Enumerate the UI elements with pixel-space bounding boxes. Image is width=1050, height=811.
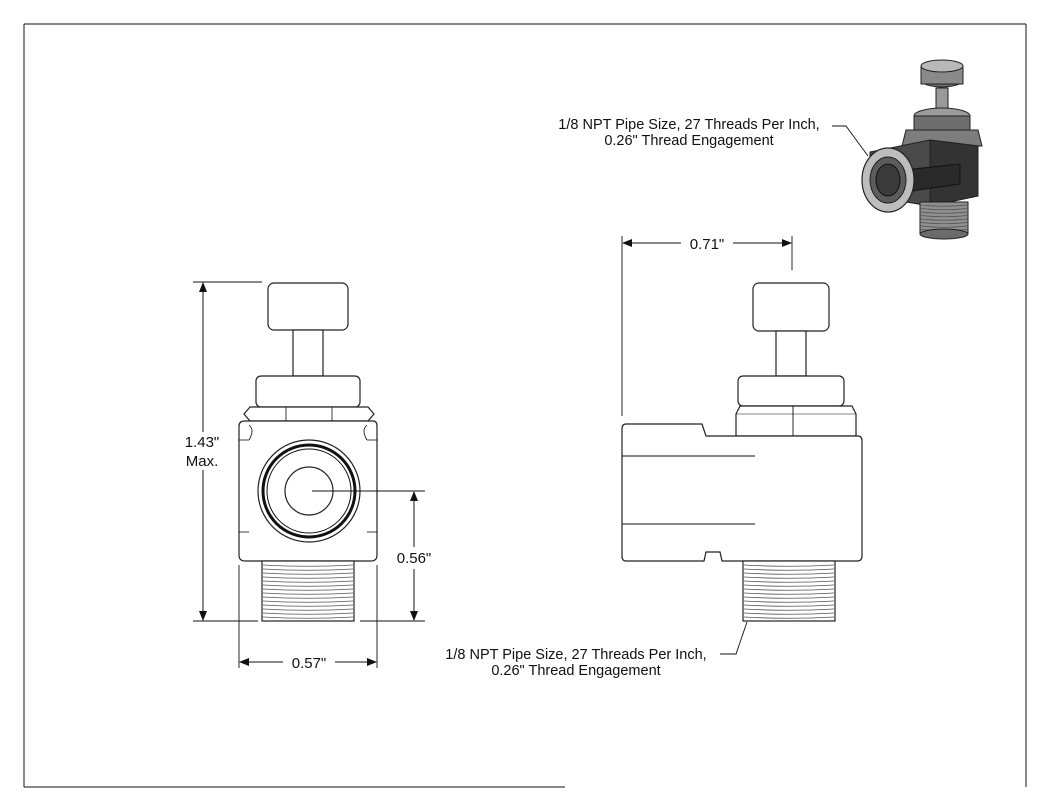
front-thread-lines: [262, 564, 354, 619]
thread-line: [920, 215, 968, 218]
thread-line: [743, 584, 835, 587]
thread-line: [743, 600, 835, 603]
bottom-thread-note: 1/8 NPT Pipe Size, 27 Threads Per Inch, …: [445, 621, 748, 679]
width-front-dimension-value: 0.57": [292, 655, 327, 672]
thread-line: [743, 576, 835, 579]
front-hex-nut: [243, 406, 375, 422]
side-thread-lines: [743, 564, 835, 619]
top-note-line1: 1/8 NPT Pipe Size, 27 Threads Per Inch,: [558, 117, 819, 133]
top-thread-note: 1/8 NPT Pipe Size, 27 Threads Per Inch, …: [558, 117, 869, 157]
front-dimensions: 1.43" Max. 0.56" 0.57": [178, 281, 438, 672]
thread-line: [262, 592, 354, 595]
thread-line: [743, 608, 835, 611]
drawing-border: [23, 23, 1027, 788]
thread-line: [920, 211, 968, 214]
thread-line: [262, 572, 354, 575]
front-thread-stud: [261, 560, 355, 622]
thread-line: [262, 600, 354, 603]
thread-line: [743, 612, 835, 615]
bottom-note-line1: 1/8 NPT Pipe Size, 27 Threads Per Inch,: [445, 647, 706, 663]
thread-line: [262, 612, 354, 615]
front-knob: [267, 282, 349, 331]
thread-line: [743, 588, 835, 591]
height-dimension-value: 1.43": [185, 434, 220, 451]
front-stem: [292, 329, 324, 377]
thread-line: [743, 572, 835, 575]
bottom-note-line2: 0.26" Thread Engagement: [491, 663, 660, 679]
thread-line: [262, 580, 354, 583]
height-dimension-qualifier: Max.: [186, 453, 219, 470]
side-dimensions: 0.71": [621, 233, 793, 416]
top-note-line2: 0.26" Thread Engagement: [604, 133, 773, 149]
thread-line: [262, 584, 354, 587]
thread-line: [262, 568, 354, 571]
thread-line: [743, 596, 835, 599]
front-view: [238, 282, 378, 622]
port-center-dimension-value: 0.56": [397, 550, 432, 567]
thread-line: [743, 616, 835, 619]
thread-line: [262, 608, 354, 611]
isometric-view: [861, 59, 983, 240]
side-thread-stud: [742, 560, 836, 622]
side-body: [621, 423, 863, 562]
thread-line: [920, 204, 968, 207]
thread-line: [920, 218, 968, 221]
thread-line: [262, 604, 354, 607]
side-view: [621, 282, 863, 622]
thread-line: [920, 208, 968, 211]
thread-line: [262, 564, 354, 567]
side-stem: [775, 330, 807, 377]
thread-line: [743, 604, 835, 607]
thread-line: [743, 580, 835, 583]
thread-line: [743, 568, 835, 571]
side-knob: [752, 282, 830, 332]
side-hex-nut: [735, 405, 857, 437]
thread-line: [743, 592, 835, 595]
thread-line: [262, 588, 354, 591]
thread-line: [262, 596, 354, 599]
width-side-dimension-value: 0.71": [690, 236, 725, 253]
thread-line: [262, 576, 354, 579]
thread-line: [920, 222, 968, 225]
side-lock-nut: [737, 375, 845, 407]
front-lock-nut: [255, 375, 361, 408]
thread-line: [920, 225, 968, 228]
thread-line: [262, 616, 354, 619]
thread-line: [743, 564, 835, 567]
